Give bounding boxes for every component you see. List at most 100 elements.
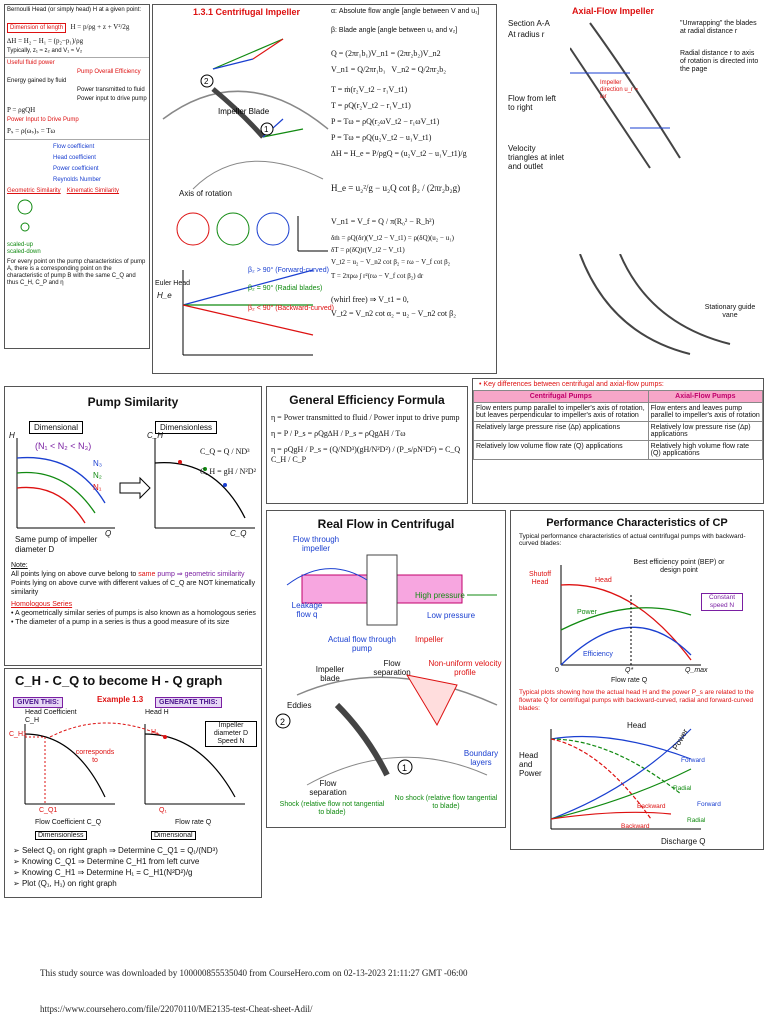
centrifugal-impeller-panel: 1.3.1 Centrifugal Impeller α: Absolute f… bbox=[152, 4, 497, 374]
flow-rate-label-2: Flow rate Q bbox=[175, 819, 212, 826]
shock-label: Shock (relative flow not tangential to b… bbox=[279, 801, 385, 816]
eq-vn-general: V_n1 = V_f = Q / π(R₀² − R_h²) bbox=[331, 217, 435, 226]
formula-panel: Bernoulli Head (or simply head) H at a g… bbox=[4, 4, 150, 349]
every-point-note: For every point on the pump characterist… bbox=[7, 259, 146, 286]
bep-label: Best efficiency point (BEP) or design po… bbox=[633, 559, 725, 574]
comparison-heading: • Key differences between centrifugal an… bbox=[479, 381, 664, 388]
q-star-label: Q* bbox=[625, 667, 634, 674]
real-flow-panel: Real Flow in Centrifugal 2 1 Flow throug… bbox=[266, 510, 506, 828]
shutoff-head: Shutoff Head bbox=[528, 571, 552, 586]
forward-label-2: Forward bbox=[697, 801, 721, 808]
radial-distance: Radial distance r to axis of rotation is… bbox=[680, 50, 759, 73]
n1-label: N₁ bbox=[93, 483, 102, 492]
axis-q-label: Q bbox=[105, 529, 112, 538]
eq-vn: V_n1 = Q/2πr₁b₁ V_n2 = Q/2πr₂b₂ bbox=[331, 65, 446, 74]
same-pump-label: Same pump of impeller diameter D bbox=[15, 535, 98, 554]
power-coefficient: Power coefficient bbox=[53, 166, 99, 172]
comparison-panel: • Key differences between centrifugal an… bbox=[472, 378, 764, 504]
efficiency-title: General Efficiency Formula bbox=[289, 393, 445, 407]
backward-curved-label: β₂ < 90° (Backward-curved) bbox=[248, 305, 334, 312]
table-row: Relatively low volume flow rate (Q) appl… bbox=[473, 440, 763, 460]
impeller-box: Impeller diameter D Speed N bbox=[205, 721, 257, 747]
eddies-label: Eddies bbox=[287, 701, 312, 710]
step-3: ➢ Knowing C_H1 ⇒ Determine H₁ = C_H1(N²D… bbox=[13, 868, 193, 877]
power-eq: P = ρgQH bbox=[7, 106, 36, 114]
pump-overall-efficiency: Pump Overall Efficiency bbox=[77, 69, 141, 75]
impeller-label: Impeller bbox=[415, 635, 444, 644]
ch-cq-curves bbox=[24, 722, 245, 805]
dimensionless-box: Dimensionless bbox=[35, 831, 87, 840]
impeller-blade-label2: Impeller blade bbox=[315, 665, 345, 683]
performance-chart-2 bbox=[550, 728, 701, 830]
power-input: Power input to drive pump bbox=[77, 96, 147, 102]
radial-blades-label: β₂ = 90° (Radial blades) bbox=[248, 285, 323, 292]
actual-flow: Actual flow through pump bbox=[327, 635, 397, 653]
q-max-label: Q_max bbox=[685, 667, 708, 674]
reynolds-number: Reynolds Number bbox=[53, 177, 102, 183]
impeller-direction: Impeller direction u_r = ωr bbox=[600, 80, 639, 100]
real-flow-diagram: 2 1 bbox=[275, 554, 498, 786]
flow-coeff-label: Flow Coefficient C_Q bbox=[35, 819, 102, 826]
flow-from: Flow from left to right bbox=[508, 94, 557, 112]
eq-q: Q = (2πr₁b₁)V_n1 = (2πr₂b₂)V_n2 bbox=[331, 49, 441, 58]
pump-similarity-panel: Pump Similarity Dimensional Dimensionles… bbox=[4, 386, 262, 666]
flow-through-impeller: Flow through impeller bbox=[292, 535, 340, 553]
bernoulli-head-label: Bernoulli Head (or simply head) H at a g… bbox=[7, 7, 142, 13]
discharge-label: Discharge Q bbox=[661, 837, 706, 846]
section-aa: Section A-A bbox=[508, 19, 550, 28]
ch1-label: C_H1 bbox=[9, 731, 27, 738]
homologous-title: Homologous Series bbox=[11, 601, 73, 608]
no-shock-label: No shock (relative flow tangential to bl… bbox=[394, 795, 498, 810]
power-label-1: Power bbox=[577, 609, 597, 616]
head-eq: H = p/ρg + z + V²/2g bbox=[70, 23, 130, 31]
typically-note: Typically, z₁ ≈ z₂ and V₁ ≈ V₂ bbox=[7, 48, 83, 54]
flow-separation-bottom: Flow separation bbox=[309, 779, 347, 797]
eq-torque: T = ρQ(r₂V_t2 − r₁V_t1) bbox=[331, 101, 411, 110]
power-transmitted: Power transmitted to fluid bbox=[77, 87, 145, 93]
useful-fluid-power: Useful fluid power bbox=[7, 60, 55, 66]
col-centrifugal: Centrifugal Pumps bbox=[473, 390, 649, 403]
velocity-triangles: Velocity triangles at inlet and outlet bbox=[508, 144, 565, 171]
ps-eq: Pₛ = ρ(ωₛ)ₛ = Tω bbox=[7, 127, 56, 135]
scaled-down: scaled-down bbox=[7, 249, 41, 255]
performance-intro: Typical performance characteristics of a… bbox=[519, 533, 746, 547]
radial-label-2: Radial bbox=[687, 817, 706, 824]
unwrapping: "Unwrapping" the blades at radial distan… bbox=[680, 20, 757, 35]
beta-def: β: Blade angle [angle between u₁ and v₂] bbox=[331, 27, 458, 34]
zero-label: 0 bbox=[555, 667, 559, 674]
axis-cq-label: C_Q bbox=[230, 529, 247, 538]
guide-vane-diagram bbox=[579, 254, 731, 355]
h1-label: H₁ bbox=[151, 729, 159, 736]
dh-eq: ∆H = H₂ − H₁ = (p₂−p₁)/ρg bbox=[7, 37, 84, 45]
section-number: 1.3.1 bbox=[193, 7, 214, 17]
svg-text:2: 2 bbox=[280, 717, 285, 727]
dimensional-label: Dimensional bbox=[29, 421, 84, 434]
impeller-blade-label: Impeller Blade bbox=[218, 107, 270, 116]
given-label: GIVEN THIS: bbox=[13, 697, 64, 708]
euler-head-label: Euler Head bbox=[155, 280, 191, 287]
head-label-1: Head bbox=[595, 577, 612, 584]
head-h-label: Head H bbox=[145, 709, 169, 716]
eq-power: P = Tω = ρQ(u₂V_t2 − u₁V_t1) bbox=[331, 133, 432, 142]
note-2: Points lying on above curve with differe… bbox=[11, 580, 256, 596]
comparison-table: Centrifugal Pumps Axial-Flow Pumps Flow … bbox=[473, 390, 763, 460]
footer-url[interactable]: https://www.coursehero.com/file/22070110… bbox=[40, 1004, 313, 1014]
efficiency-panel: General Efficiency Formula η = Power tra… bbox=[266, 386, 468, 504]
scaled-pump-icons bbox=[17, 199, 33, 232]
corresponds-to: corresponds to bbox=[75, 749, 115, 764]
eq-t-integral: T = 2πρω ∫ r²(rω − V_f cot β₂) dr bbox=[331, 272, 424, 280]
energy-gained: Energy gained by fluid bbox=[7, 78, 67, 84]
low-pressure: Low pressure bbox=[427, 611, 476, 620]
scaled-up: scaled-up bbox=[7, 242, 34, 248]
table-row: Flow enters pump parallel to impeller's … bbox=[473, 402, 763, 422]
performance-panel: Performance Characteristics of CP Typica… bbox=[510, 510, 764, 850]
ch-cq-title: C_H - C_Q to become H - Q graph bbox=[15, 673, 223, 688]
cq-formula: C_Q = Q / ND³ bbox=[200, 447, 250, 456]
svg-text:1: 1 bbox=[264, 125, 269, 134]
svg-text:2: 2 bbox=[204, 77, 209, 86]
alpha-def: α: Absolute flow angle [angle between V … bbox=[331, 8, 480, 15]
footer-download-note: This study source was downloaded by 1000… bbox=[40, 968, 468, 978]
power-input-drive: Power Input to Drive Pump bbox=[7, 117, 79, 123]
boundary-layers: Boundary layers bbox=[463, 749, 499, 767]
eq-torque-m: T = ṁ(r₂V_t2 − r₁V_t1) bbox=[331, 85, 408, 94]
